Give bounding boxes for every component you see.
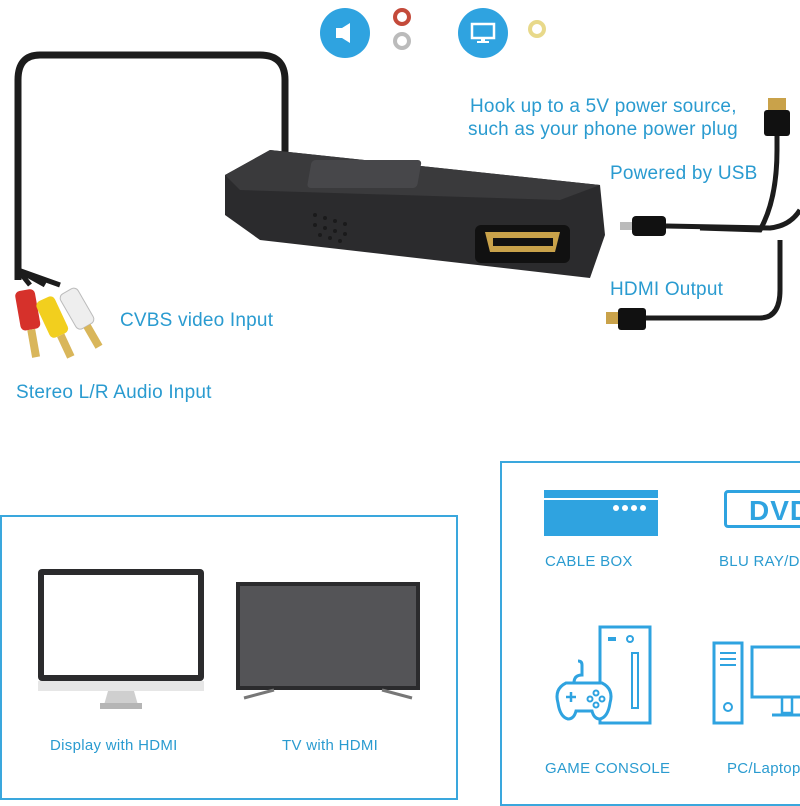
power-source-text-line1: Hook up to a 5V power source, xyxy=(470,96,737,117)
rca-plug-yellow xyxy=(36,296,75,359)
pc-laptop-label: PC/Laptop xyxy=(727,760,800,777)
rca-video-jack-icon xyxy=(528,20,546,38)
rca-cable xyxy=(14,51,289,280)
micro-usb-plug xyxy=(632,216,666,236)
dvd-icon-text: DVD xyxy=(749,495,800,526)
rca-plug-red xyxy=(15,289,41,358)
sources-panel: DVD CABLE BOX BLU RAY/D GAME CONSOLE PC/… xyxy=(500,461,800,806)
game-console-label: GAME CONSOLE xyxy=(545,760,671,777)
rca-plug-white xyxy=(59,287,103,349)
converter-box xyxy=(225,150,605,278)
cable-box-label: CABLE BOX xyxy=(545,553,633,570)
monitor-icon xyxy=(470,22,496,43)
video-icon-badge xyxy=(458,8,508,58)
audio-icon-badge xyxy=(320,8,370,58)
device-illustration xyxy=(14,51,800,359)
cable-box-icon xyxy=(544,490,658,536)
tv-icon xyxy=(236,582,420,700)
computer-monitor-icon xyxy=(38,569,204,709)
cvbs-input-text: CVBS video Input xyxy=(120,310,274,331)
speaker-icon xyxy=(336,23,350,43)
audio-input-text: Stereo L/R Audio Input xyxy=(16,382,212,403)
displays-panel: Display with HDMI TV with HDMI xyxy=(0,515,458,800)
blu-ray-label: BLU RAY/D xyxy=(719,553,800,570)
pc-icon xyxy=(712,641,800,725)
hdmi-power-plug xyxy=(764,110,790,136)
powered-by-usb-text: Powered by USB xyxy=(610,163,758,184)
dvd-icon: DVD xyxy=(724,490,800,528)
hdmi-power-plug-tip xyxy=(768,98,786,112)
game-console-icon xyxy=(555,625,652,725)
rca-audio-jacks-icon xyxy=(393,8,411,50)
display-with-hdmi-label: Display with HDMI xyxy=(50,737,178,754)
tv-with-hdmi-label: TV with HDMI xyxy=(282,737,379,754)
hdmi-output-plug xyxy=(618,308,646,330)
hdmi-output-text: HDMI Output xyxy=(610,279,724,300)
power-source-text-line2: such as your phone power plug xyxy=(468,119,738,140)
